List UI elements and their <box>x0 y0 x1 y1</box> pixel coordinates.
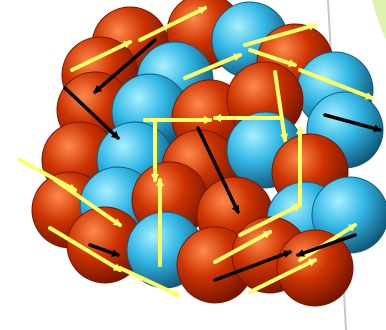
green-corner-accent <box>372 0 386 40</box>
